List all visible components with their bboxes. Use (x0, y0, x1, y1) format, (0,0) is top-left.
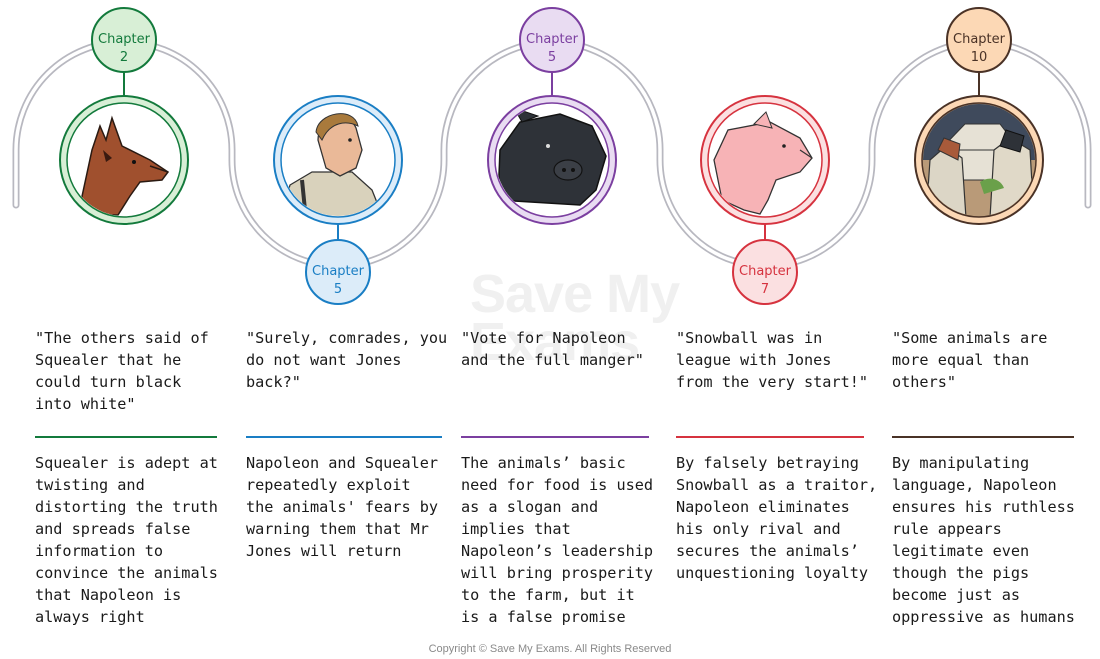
quote-3: "Vote for Napoleon and the full manger" (461, 329, 644, 369)
quote-4: "Snowball was in league with Jones from … (676, 329, 869, 391)
young-man-portrait-icon (282, 113, 385, 216)
quote-2: "Surely, comrades, you do not want Jones… (246, 329, 448, 391)
analysis-5: By manipulating language, Napoleon ensur… (892, 454, 1075, 626)
chapter-number-1: 2 (120, 50, 128, 65)
timeline-item-2: Chapter 5 (273, 95, 403, 305)
timeline-item-3: Chapter 5 (487, 7, 617, 225)
timeline-item-1: Chapter 2 (59, 7, 189, 225)
divider-4 (676, 436, 864, 438)
analysis-3: The animals’ basic need for food is used… (461, 454, 654, 626)
chapter-number-2: 5 (334, 282, 342, 297)
analysis-1: Squealer is adept at twisting and distor… (35, 454, 218, 626)
analysis-4: By falsely betraying Snowball as a trait… (676, 454, 878, 582)
analysis-2: Napoleon and Squealer repeatedly exploit… (246, 454, 439, 560)
quote-5: "Some animals are more equal than others… (892, 329, 1048, 391)
timeline-item-5: Chapter 10 (914, 7, 1044, 225)
divider-2 (246, 436, 442, 438)
pink-pig-head-icon (713, 111, 813, 215)
divider-5 (892, 436, 1074, 438)
quote-1: "The others said of Squealer that he cou… (35, 329, 209, 413)
chapter-number-3: 5 (548, 50, 556, 65)
chapter-label-1: Chapter (98, 32, 151, 47)
timeline-item-4: Chapter 7 (700, 95, 830, 305)
chapter-label-3: Chapter (526, 32, 579, 47)
divider-3 (461, 436, 649, 438)
copyright-notice: Copyright © Save My Exams. All Rights Re… (428, 643, 672, 655)
chapter-number-4: 7 (761, 282, 769, 297)
chapter-label-4: Chapter (739, 264, 792, 279)
chapter-label-5: Chapter (953, 32, 1006, 47)
chapter-label-2: Chapter (312, 264, 365, 279)
timeline-diagram: Chapter 2 Chapter 5 Chapter 5 (12, 7, 1092, 305)
chapter-number-5: 10 (971, 50, 988, 65)
squealer-pig-head-icon (77, 115, 170, 216)
divider-1 (35, 436, 217, 438)
